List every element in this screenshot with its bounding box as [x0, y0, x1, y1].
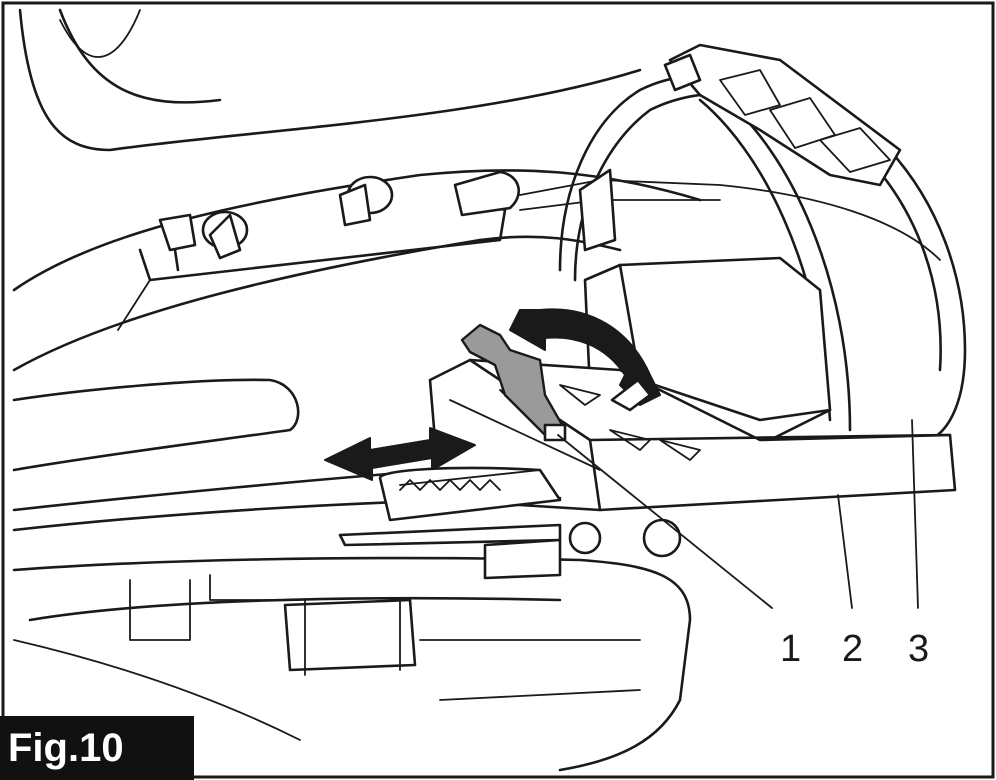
leader-line-3	[911, 419, 919, 609]
slide-arrow	[324, 427, 476, 481]
figure-label: Fig.10	[0, 716, 194, 780]
callout-1: 1	[780, 628, 802, 670]
strap-clips	[158, 170, 941, 272]
lift-arrow	[509, 308, 661, 412]
callout-2: 2	[842, 628, 864, 670]
hanging-strap	[663, 43, 902, 187]
leader-lines	[557, 419, 919, 609]
leader-line-1	[557, 434, 773, 609]
callout-3: 3	[908, 628, 930, 670]
main-body	[12, 378, 692, 772]
leader-line-2	[837, 494, 853, 609]
